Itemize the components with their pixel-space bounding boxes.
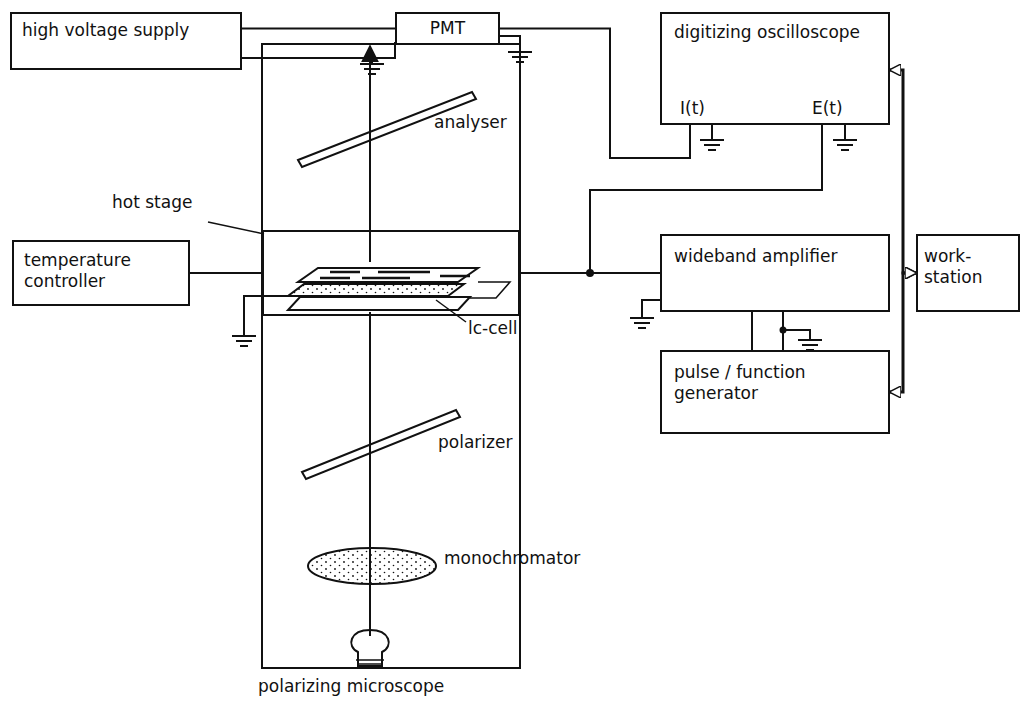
part-label: analyser	[434, 112, 507, 133]
device-box: hot stage	[262, 230, 520, 316]
device-box: pulse / function generator	[660, 350, 890, 434]
part-label: polarizer	[438, 432, 512, 453]
device-box: temperature controller	[12, 240, 190, 306]
hv-return-wire	[240, 42, 395, 58]
data-bus	[890, 70, 916, 273]
signal-wire	[190, 272, 262, 274]
device-box: PMT	[395, 12, 500, 45]
box-label: wideband amplifier	[674, 246, 876, 267]
monochromator-disc	[308, 548, 436, 584]
light-path	[369, 312, 371, 636]
device-box: work- station	[916, 234, 1020, 312]
ground-wire	[244, 296, 300, 336]
signal-name: I(t)	[680, 98, 705, 119]
signal-wire	[242, 28, 395, 30]
part-label: polarizing microscope	[258, 676, 444, 697]
part-label: lc-cell	[468, 318, 517, 339]
lamp	[351, 630, 389, 666]
signal-name: E(t)	[812, 98, 843, 119]
device-box: wideband amplifier	[660, 234, 890, 312]
data-bus	[890, 273, 916, 392]
leader-line	[436, 300, 466, 322]
box-label: pulse / function generator	[674, 362, 876, 404]
microscope-frame	[262, 44, 520, 668]
signal-wire	[751, 312, 753, 350]
box-label: temperature controller	[24, 250, 178, 292]
box-label: high voltage supply	[22, 20, 230, 41]
box-label: digitizing oscilloscope	[674, 22, 876, 43]
lc-cell	[298, 268, 478, 282]
box-label: PMT	[403, 18, 492, 39]
polarizer-plate	[302, 410, 460, 479]
box-label: work- station	[924, 246, 1012, 288]
part-label: monochromator	[444, 548, 580, 569]
box-label: hot stage	[112, 192, 192, 213]
device-box: high voltage supply	[10, 12, 242, 70]
ground-symbols	[232, 52, 857, 350]
leader-line	[208, 222, 264, 234]
